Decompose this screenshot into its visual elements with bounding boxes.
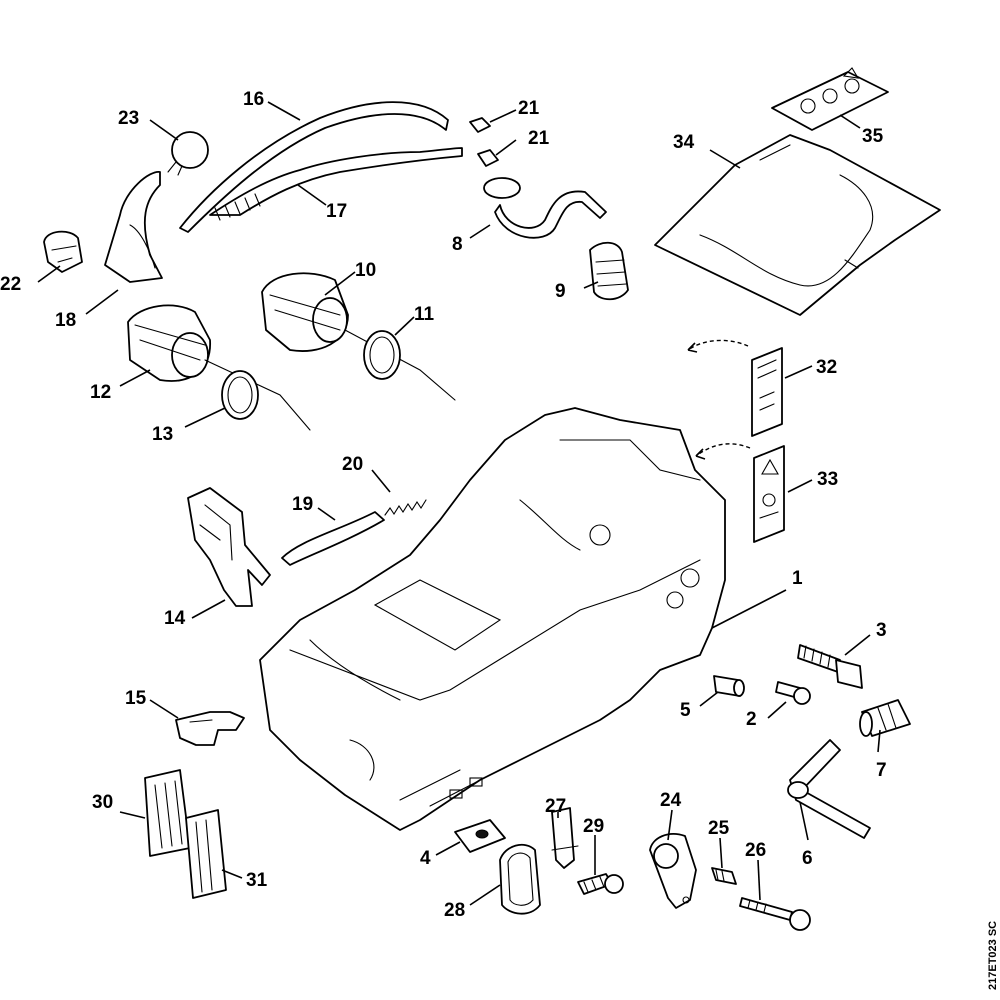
part-19-hose[interactable] — [281, 511, 385, 566]
part-20-spring[interactable] — [384, 499, 427, 516]
callout-10: 10 — [355, 260, 376, 281]
callout-25: 25 — [708, 818, 730, 839]
callout-9: 9 — [555, 281, 566, 302]
callout-17: 17 — [326, 201, 347, 222]
part-28-gasket[interactable] — [499, 843, 541, 915]
callout-26: 26 — [745, 840, 766, 861]
part-25-screw[interactable] — [711, 867, 737, 885]
part-29-screw[interactable] — [577, 873, 624, 895]
callout-11: 11 — [414, 304, 435, 325]
part-21-connector-b[interactable] — [477, 149, 499, 167]
part-32-label[interactable] — [687, 339, 783, 437]
part-22-plug[interactable] — [43, 230, 83, 273]
callout-20: 20 — [342, 454, 363, 475]
part-8-hose[interactable] — [483, 177, 607, 239]
callout-21b: 21 — [528, 128, 550, 149]
part-6-shaft[interactable] — [787, 739, 871, 839]
part-7-sleeve[interactable] — [859, 699, 911, 737]
part-2-screw[interactable] — [775, 681, 811, 705]
part-24-catcher[interactable] — [649, 833, 697, 909]
part-12-cap-assembly[interactable] — [127, 304, 311, 431]
part-31-pad[interactable] — [185, 809, 227, 899]
part-33-label[interactable] — [695, 443, 785, 543]
part-34-cover[interactable] — [654, 134, 941, 316]
part-27-clip[interactable] — [551, 807, 579, 869]
part-30-pad[interactable] — [144, 769, 191, 857]
callout-8: 8 — [452, 234, 463, 255]
part-18-bracket[interactable] — [104, 171, 163, 283]
part-3-bolt[interactable] — [797, 644, 863, 689]
part-9-filter[interactable] — [589, 241, 629, 301]
callout-12: 12 — [90, 382, 111, 403]
callout-32: 32 — [816, 357, 837, 378]
callout-4: 4 — [420, 848, 431, 869]
part-5-sleeve[interactable] — [713, 675, 745, 697]
callout-33: 33 — [817, 469, 838, 490]
part-10-cap-assembly[interactable] — [261, 272, 456, 401]
callout-28: 28 — [444, 900, 465, 921]
part-16-line[interactable] — [179, 101, 449, 233]
callout-16: 16 — [243, 89, 264, 110]
callout-6: 6 — [802, 848, 813, 869]
part-11-oring[interactable] — [363, 330, 401, 380]
callout-labels: 16 23 21 21 34 35 17 8 9 10 11 22 18 12 … — [0, 89, 887, 921]
callout-15: 15 — [125, 688, 147, 709]
leader-lines — [37, 101, 881, 906]
callout-31: 31 — [246, 870, 268, 891]
callout-3: 3 — [876, 620, 887, 641]
callout-14: 14 — [164, 608, 186, 629]
part-1-housing[interactable] — [259, 407, 726, 831]
part-13-oring[interactable] — [221, 370, 259, 420]
part-23-primer[interactable] — [167, 131, 209, 176]
callout-7: 7 — [876, 760, 887, 781]
callout-34: 34 — [673, 132, 695, 153]
part-35-label[interactable] — [771, 67, 889, 131]
callout-2: 2 — [746, 709, 757, 730]
callout-18: 18 — [55, 310, 76, 331]
part-15-bracket[interactable] — [175, 711, 245, 746]
part-14-baffle[interactable] — [187, 487, 271, 607]
drawing-code: 217ET023 SC — [987, 921, 999, 990]
callout-35: 35 — [862, 126, 884, 147]
callout-27: 27 — [545, 796, 566, 817]
part-21-connector-a[interactable] — [469, 117, 491, 133]
part-26-screw[interactable] — [739, 897, 811, 931]
callout-21a: 21 — [518, 98, 540, 119]
callout-23: 23 — [118, 108, 139, 129]
callout-30: 30 — [92, 792, 113, 813]
callout-24: 24 — [660, 790, 682, 811]
callout-22: 22 — [0, 274, 21, 295]
callout-19: 19 — [292, 494, 313, 515]
part-17-line[interactable] — [209, 147, 463, 221]
callout-5: 5 — [680, 700, 691, 721]
callout-29: 29 — [583, 816, 604, 837]
part-4-damper[interactable] — [454, 819, 506, 853]
callout-1: 1 — [792, 568, 803, 589]
callout-13: 13 — [152, 424, 173, 445]
